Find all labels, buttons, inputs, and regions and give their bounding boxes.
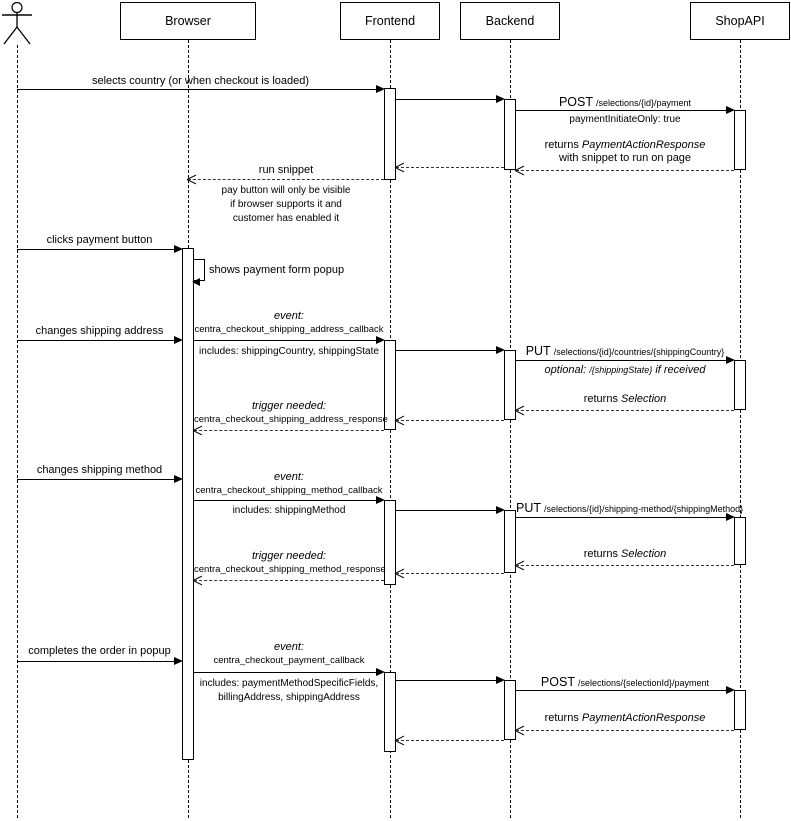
arrow-return-shopapi-backend-1	[516, 170, 734, 171]
arrow-completes-order	[17, 657, 183, 665]
arrow-trigger-shipping-method	[194, 580, 384, 581]
activation-backend-4	[504, 680, 516, 740]
activation-shopapi-3	[734, 517, 746, 565]
arrow-event-shipping-address	[194, 336, 385, 344]
arrow-put-countries	[516, 356, 735, 364]
activation-shopapi-1	[734, 110, 746, 170]
msg-returns-payment-action-response-2: returns PaymentActionResponse	[544, 712, 706, 724]
activation-frontend-4	[384, 672, 396, 752]
arrow-return-shopapi-backend-2	[516, 410, 734, 411]
msg-trigger-shipping-method: trigger needed: centra_checkout_shipping…	[194, 550, 386, 575]
msg-run-snippet: run snippet	[258, 164, 314, 176]
msg-includes-shipping-method: includes: shippingMethod	[232, 505, 346, 516]
participant-backend-label: Backend	[485, 14, 535, 28]
participant-shopapi-label: ShopAPI	[715, 14, 765, 28]
activation-frontend-3	[384, 500, 396, 585]
msg-payment-initiate-only: paymentInitiateOnly: true	[569, 114, 681, 125]
msg-returns-selection-1: returns Selection	[583, 393, 667, 405]
participant-browser-label: Browser	[165, 14, 211, 28]
msg-event-shipping-method: event: centra_checkout_shipping_method_c…	[195, 471, 383, 496]
msg-event-payment: event: centra_checkout_payment_callback	[213, 641, 365, 666]
participant-frontend: Frontend	[340, 2, 440, 40]
arrow-frontend-backend-3	[396, 506, 505, 514]
activation-browser	[182, 248, 194, 760]
msg-includes-payment-fields: includes: paymentMethodSpecificFields, b…	[199, 678, 379, 703]
msg-event-shipping-address: event: centra_checkout_shipping_address_…	[194, 310, 384, 335]
arrow-frontend-backend-2	[396, 346, 505, 354]
arrow-return-backend-frontend-2	[396, 420, 504, 421]
msg-changes-shipping-address: changes shipping address	[35, 325, 164, 337]
arrow-return-backend-frontend-4	[396, 740, 504, 741]
arrow-clicks-payment-button	[17, 245, 183, 253]
msg-put-countries: PUT/selections/{id}/countries/{shippingC…	[525, 344, 725, 358]
participant-backend: Backend	[460, 2, 560, 40]
participant-browser: Browser	[120, 2, 256, 40]
arrow-changes-shipping-address	[17, 336, 183, 344]
msg-clicks-payment-button: clicks payment button	[46, 234, 153, 246]
activation-backend-1	[504, 99, 516, 170]
actor-icon	[2, 1, 32, 45]
arrow-post-payment-final	[516, 686, 735, 694]
msg-put-shipping-method: PUT/selections/{id}/shipping-method/{shi…	[516, 501, 744, 515]
lifeline-user	[17, 45, 18, 818]
activation-backend-3	[504, 510, 516, 573]
arrow-changes-shipping-method	[17, 475, 183, 483]
arrow-return-backend-frontend-1	[396, 167, 504, 168]
arrow-trigger-shipping-address	[194, 430, 384, 431]
note-pay-button: pay button will only be visible if brows…	[221, 185, 351, 224]
arrow-frontend-backend-1	[396, 95, 505, 103]
participant-shopapi: ShopAPI	[690, 2, 790, 40]
msg-completes-order: completes the order in popup	[28, 645, 171, 657]
msg-changes-shipping-method: changes shipping method	[36, 464, 163, 476]
msg-returns-selection-2: returns Selection	[583, 548, 667, 560]
participant-frontend-label: Frontend	[364, 14, 416, 28]
msg-includes-shipping-country: includes: shippingCountry, shippingState	[199, 346, 379, 357]
arrow-put-shipping-method	[516, 513, 735, 521]
activation-frontend-1	[384, 88, 396, 180]
msg-returns-payment-action-response: returns PaymentActionResponse with snipp…	[544, 139, 706, 164]
lifeline-backend	[510, 40, 511, 818]
arrow-event-payment	[194, 668, 385, 676]
msg-shows-payment-form-popup: shows payment form popup	[209, 264, 345, 276]
lifeline-shopapi	[740, 40, 741, 818]
msg-post-payment-final: POST/selections/{selectionId}/payment	[540, 675, 710, 689]
activation-shopapi-4	[734, 690, 746, 730]
msg-selects-country: selects country (or when checkout is loa…	[91, 75, 310, 87]
msg-trigger-shipping-address: trigger needed: centra_checkout_shipping…	[194, 400, 388, 425]
activation-backend-2	[504, 350, 516, 420]
activation-frontend-2	[384, 340, 396, 430]
arrow-post-payment	[516, 106, 735, 114]
arrow-selects-country	[17, 85, 385, 93]
arrow-run-snippet	[188, 179, 384, 180]
arrow-frontend-backend-4	[396, 676, 505, 684]
msg-post-payment: POST/selections/{id}/payment	[558, 95, 692, 109]
self-message-loop	[192, 259, 205, 286]
arrow-return-shopapi-backend-4	[516, 730, 734, 731]
arrow-return-backend-frontend-3	[396, 573, 504, 574]
arrow-event-shipping-method	[194, 496, 385, 504]
msg-optional-shipping-state: optional: /{shippingState} if received	[544, 364, 706, 376]
activation-shopapi-2	[734, 360, 746, 410]
arrow-return-shopapi-backend-3	[516, 565, 734, 566]
